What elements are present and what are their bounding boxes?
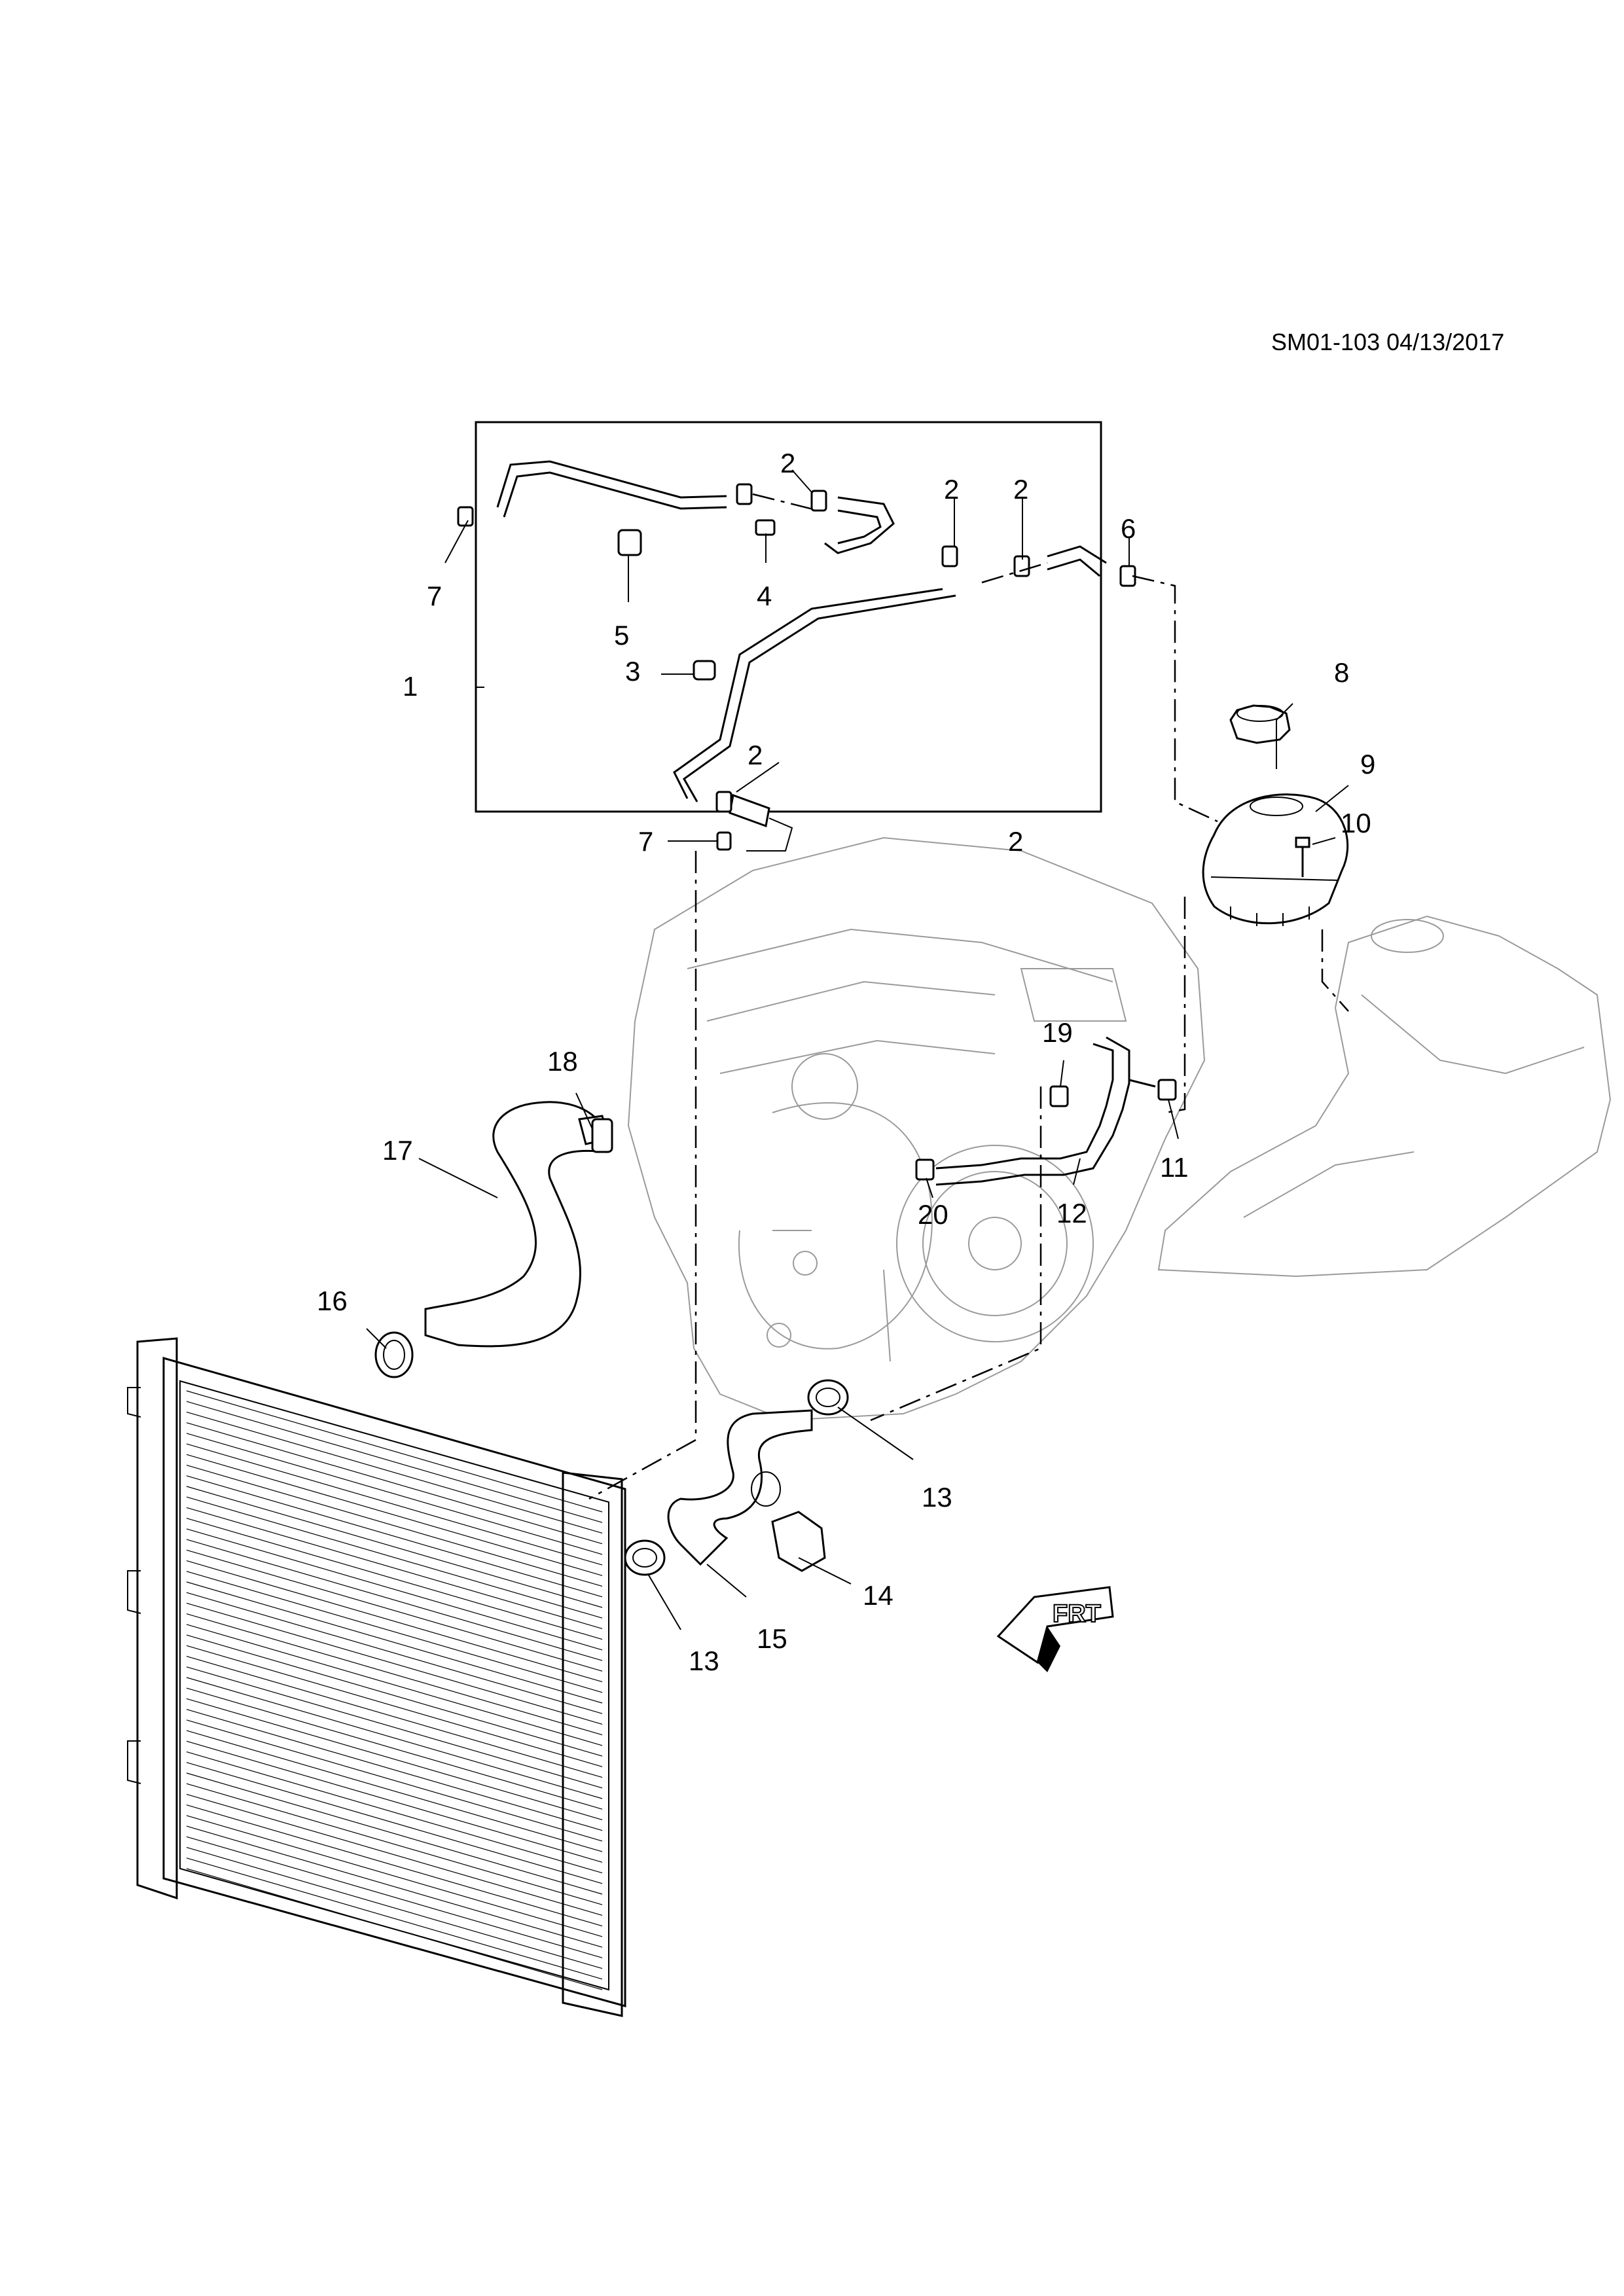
- surge-tank-cap: [1229, 704, 1291, 744]
- callout-20: 20: [918, 1199, 948, 1230]
- callout-5: 5: [614, 620, 629, 651]
- radiator-fin-line: [186, 1815, 603, 1937]
- radiator-fin-line: [186, 1539, 603, 1661]
- radiator-fin-line: [186, 1793, 603, 1916]
- heater-hose-assembly: [496, 460, 1107, 852]
- callout-2d: 2: [748, 740, 763, 770]
- callout-labels: 1 2 2 2 2 2 3 4 5 6 7 7 8 9 10 11 12 13 …: [317, 448, 1375, 1676]
- radiator-fin-line: [186, 1783, 603, 1905]
- radiator-fin-line: [186, 1613, 603, 1736]
- radiator-fin-line: [186, 1645, 603, 1767]
- surge-tank: [1202, 793, 1349, 926]
- front-direction-arrow-icon: FRT: [996, 1586, 1114, 1672]
- callout-12: 12: [1056, 1198, 1087, 1229]
- callout-7b: 7: [638, 826, 653, 857]
- upper-radiator-hose: [424, 1101, 610, 1348]
- radiator-fin-line: [186, 1592, 603, 1714]
- upper-hose-clamp-engine: [591, 1118, 613, 1153]
- radiator-fin-line: [186, 1825, 603, 1948]
- engine-illustration: [627, 836, 1206, 1422]
- radiator-fin-line: [186, 1475, 603, 1598]
- radiator-fin-line: [186, 1549, 603, 1672]
- surge-tank-bolt: [1295, 836, 1310, 877]
- body-structure-illustration: [1157, 915, 1612, 1278]
- callout-6: 6: [1121, 513, 1136, 544]
- radiator-fin-line: [186, 1804, 603, 1927]
- lower-radiator-hose: [667, 1409, 813, 1566]
- radiator-fin-line: [186, 1666, 603, 1789]
- surge-tank-outlet-hose: [935, 1036, 1156, 1186]
- radiator-fin-line: [186, 1836, 603, 1958]
- callout-13a: 13: [922, 1482, 952, 1513]
- radiator-fin-line: [186, 1730, 603, 1852]
- radiator-fin-line: [186, 1571, 603, 1693]
- radiator-fin-line: [186, 1857, 603, 1980]
- callout-3: 3: [625, 656, 640, 687]
- radiator-fin-line: [186, 1868, 603, 1990]
- front-arrow-label: FRT: [1053, 1600, 1101, 1628]
- radiator-fin-line: [186, 1486, 603, 1608]
- radiator-fin-line: [186, 1581, 603, 1704]
- radiator-fin-line: [186, 1496, 603, 1619]
- radiator-fin-line: [186, 1454, 603, 1576]
- radiator-fin-line: [186, 1602, 603, 1725]
- radiator-fin-line: [186, 1422, 603, 1545]
- radiator-fin-line: [186, 1751, 603, 1874]
- thermostat-housing: [751, 1471, 826, 1572]
- callout-2a: 2: [780, 448, 795, 478]
- callout-17: 17: [382, 1135, 413, 1166]
- radiator-fin-line: [186, 1762, 603, 1884]
- callout-2e: 2: [1008, 826, 1023, 857]
- radiator-fin-line: [186, 1772, 603, 1895]
- callout-14: 14: [863, 1580, 893, 1611]
- radiator-fin-line: [186, 1507, 603, 1629]
- radiator-fin-line: [186, 1518, 603, 1640]
- callout-11: 11: [1160, 1152, 1189, 1183]
- radiator-fin-line: [186, 1528, 603, 1651]
- radiator-fin-line: [186, 1433, 603, 1555]
- callout-2c: 2: [1013, 474, 1028, 505]
- routing-lines: [588, 493, 1349, 1500]
- radiator-fin-line: [186, 1847, 603, 1969]
- callout-1: 1: [403, 671, 418, 702]
- radiator-fin-line: [186, 1401, 603, 1523]
- assembly-group-box: [475, 421, 1102, 813]
- callout-15: 15: [757, 1623, 787, 1654]
- radiator-fin-line: [186, 1687, 603, 1810]
- callout-18: 18: [547, 1046, 578, 1077]
- callout-13b: 13: [689, 1645, 719, 1676]
- callout-10: 10: [1341, 808, 1371, 838]
- radiator-fin-line: [186, 1698, 603, 1820]
- callout-9: 9: [1360, 749, 1375, 780]
- diagram-code: SM01-103 04/13/2017: [1271, 329, 1504, 355]
- radiator-fin-line: [186, 1624, 603, 1746]
- radiator-fin-line: [186, 1443, 603, 1566]
- radiator-fin-line: [186, 1719, 603, 1842]
- radiator-fin-line: [186, 1634, 603, 1757]
- callout-8: 8: [1334, 657, 1349, 688]
- callout-19: 19: [1042, 1017, 1073, 1048]
- callout-2b: 2: [944, 474, 959, 505]
- radiator: [127, 1337, 626, 2017]
- callout-7a: 7: [427, 581, 442, 611]
- lower-hose-clamps: [624, 1379, 849, 1576]
- upper-hose-clamp-radiator: [374, 1331, 414, 1378]
- callout-16: 16: [317, 1285, 348, 1316]
- radiator-fins: [186, 1390, 603, 1990]
- radiator-fin-line: [186, 1465, 603, 1587]
- radiator-fin-line: [186, 1390, 603, 1513]
- leader-lines: [366, 469, 1349, 1630]
- callout-4: 4: [757, 581, 772, 611]
- hose-clamps: [457, 483, 1177, 1181]
- radiator-fin-line: [186, 1411, 603, 1534]
- radiator-fin-line: [186, 1709, 603, 1831]
- radiator-fin-line: [186, 1740, 603, 1863]
- radiator-fin-line: [186, 1677, 603, 1799]
- radiator-fin-line: [186, 1560, 603, 1683]
- radiator-fin-line: [186, 1656, 603, 1778]
